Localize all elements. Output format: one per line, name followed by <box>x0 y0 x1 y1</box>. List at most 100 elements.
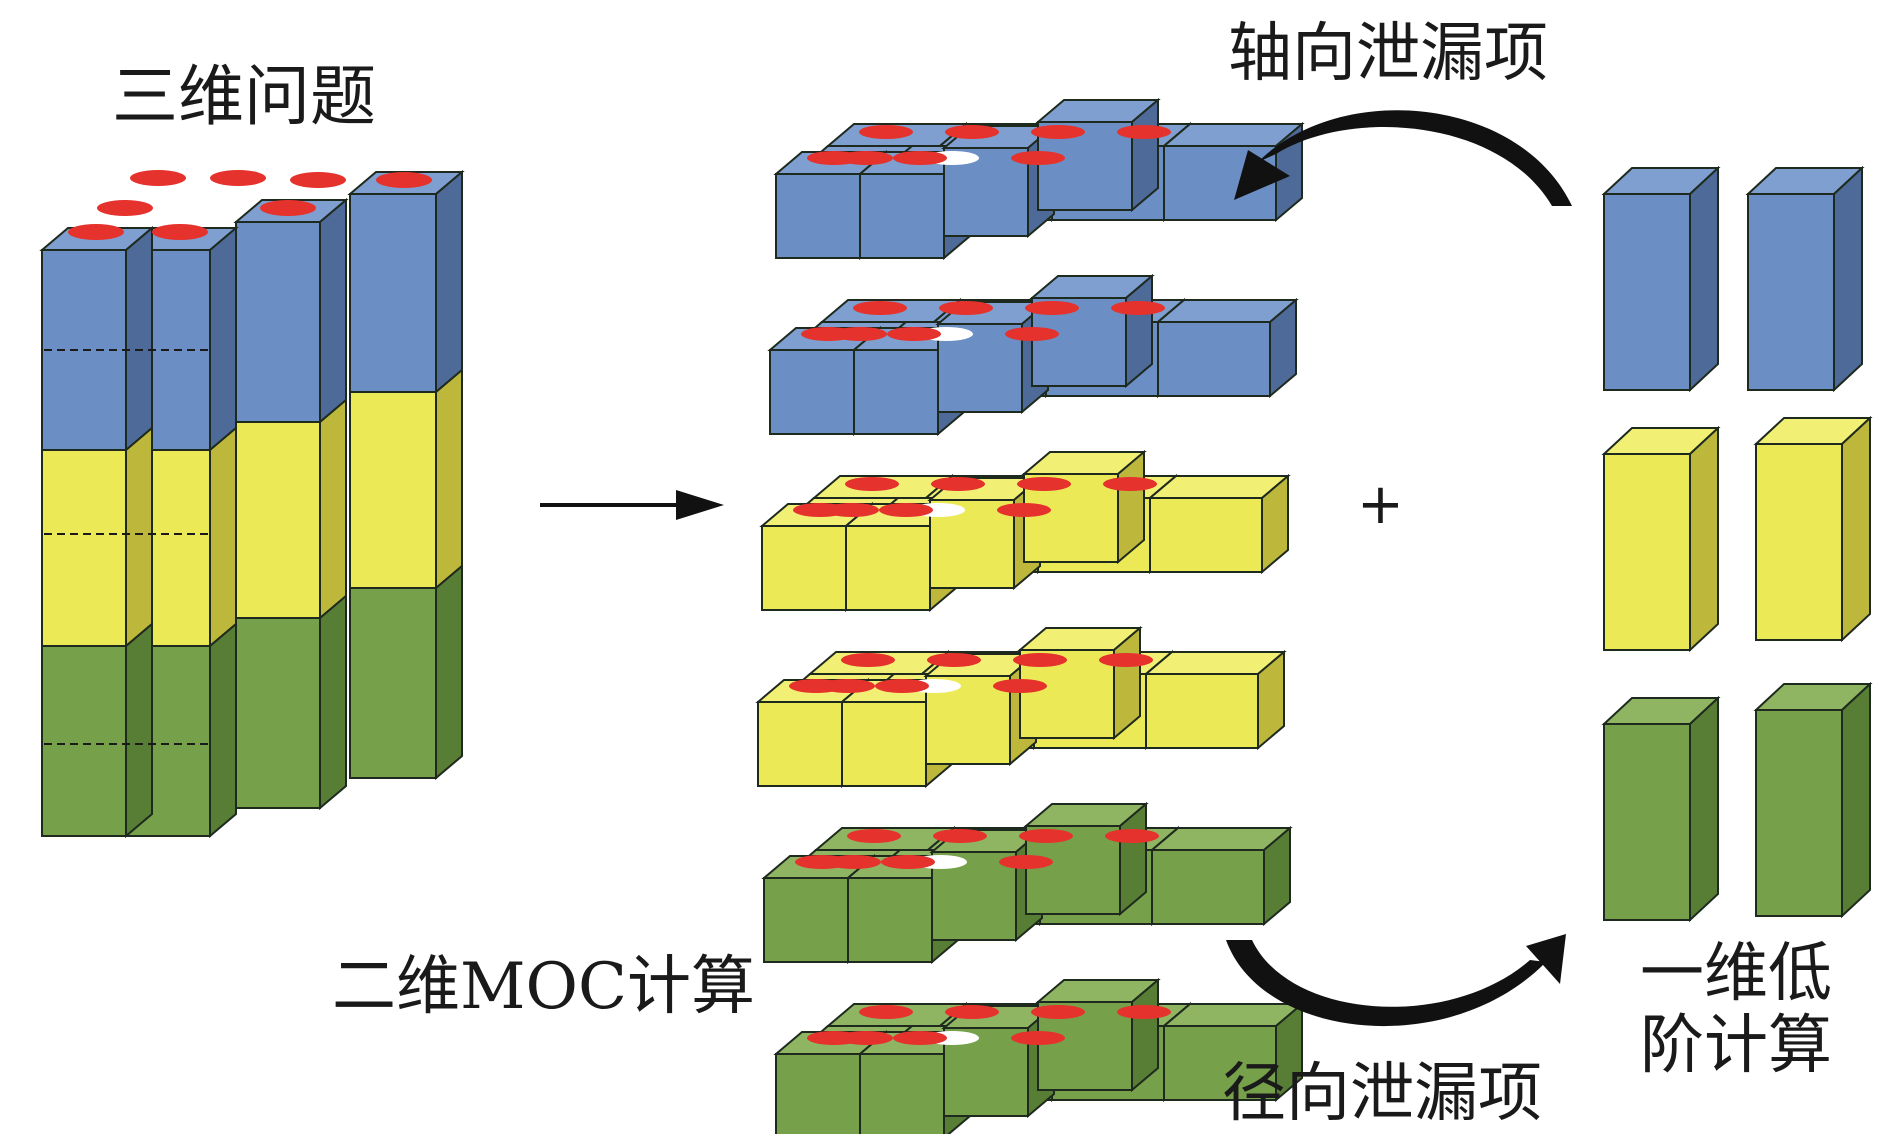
slab-yellow-2-pin-back-1 <box>927 653 981 667</box>
slab-green-2-pin-back-0 <box>859 1005 913 1019</box>
stack-pins <box>68 170 432 240</box>
pillar-1-side <box>1833 165 1863 393</box>
slab-blue-2-pin-front-1 <box>887 327 941 341</box>
slab-green-2-front-cell-1-front <box>859 1053 945 1138</box>
slab-blue-1-front-cell-1-front <box>859 173 945 259</box>
pillar-3-front <box>1755 443 1843 641</box>
slab-yellow-1 <box>759 449 1291 613</box>
slab-blue-1-pin-back-3 <box>1117 125 1171 139</box>
slab-blue-2-pin-front-0 <box>801 327 855 341</box>
slab-blue-2-pin-mid-2 <box>1005 327 1059 341</box>
label-2d-moc: 二维MOC计算 <box>332 950 755 1024</box>
slab-yellow-1-pin-back-0 <box>845 477 899 491</box>
slab-blue-1-front-cell-0-front <box>775 173 861 259</box>
stack-col-0-seg-2-side <box>125 621 153 839</box>
three-d-stack <box>39 169 465 839</box>
stack-col-2-seg-0-side <box>319 197 347 425</box>
curved-arrow-lower-head <box>1526 934 1566 984</box>
slab-yellow-2-pin-front-1 <box>875 679 929 693</box>
stack-col-3-seg-2-front <box>349 587 437 779</box>
stack-col-0-seg-1-front <box>41 449 127 647</box>
stack-col-0-seg-0-side <box>125 225 153 453</box>
slab-blue-1-pin-front-1 <box>893 151 947 165</box>
pillar-5-front <box>1755 709 1843 917</box>
stack-col-3-seg-0-side <box>435 169 463 395</box>
stack-pin-back-2 <box>290 172 346 188</box>
slab-green-1-pin-back-2 <box>1019 829 1073 843</box>
stack-col-3-seg-0-front <box>349 193 437 393</box>
plus-sign: + <box>1357 472 1404 537</box>
slab-blue-2-pin-back-0 <box>853 301 907 315</box>
stack-col-3-seg-1-front <box>349 391 437 589</box>
pillar-3-side <box>1841 415 1871 643</box>
slab-green-1-pin-front-1 <box>881 855 935 869</box>
slab-yellow-2-front-cell-1-front <box>841 701 927 787</box>
label-1d-low-order-line1: 一维低 <box>1640 937 1832 1011</box>
stack-pin-mid-1 <box>260 200 316 216</box>
one-d-columns <box>1601 165 1873 923</box>
slab-yellow-2-pin-mid-2 <box>993 679 1047 693</box>
slab-green-2-pin-front-0 <box>807 1031 861 1045</box>
slab-green-2-pin-mid-2 <box>1011 1031 1065 1045</box>
slab-yellow-2-pin-back-2 <box>1013 653 1067 667</box>
label-3d-problem: 三维问题 <box>112 58 376 135</box>
curved-arrow-icon <box>1234 110 1572 206</box>
stack-col-2-seg-2-front <box>235 617 321 809</box>
slab-yellow-2-pin-back-3 <box>1099 653 1153 667</box>
curved-arrow-upper-body <box>1258 110 1572 206</box>
stack-pin-front-1 <box>152 224 208 240</box>
slab-yellow-2 <box>755 625 1287 789</box>
slab-yellow-2-pin-front-0 <box>789 679 843 693</box>
slab-yellow-1-pin-front-1 <box>879 503 933 517</box>
slab-blue-1-pin-back-0 <box>859 125 913 139</box>
slab-blue-1 <box>773 97 1305 261</box>
slab-yellow-2-pin-back-0 <box>841 653 895 667</box>
label-radial-leakage: 径向泄漏项 <box>1222 1057 1542 1131</box>
stack-pin-white <box>180 200 236 216</box>
slab-blue-1-pin-mid-2 <box>1011 151 1065 165</box>
slab-green-1-pin-front-0 <box>795 855 849 869</box>
slab-green-1-pin-back-3 <box>1105 829 1159 843</box>
slab-green-2-front-cell-0-front <box>775 1053 861 1138</box>
right-arrow-head <box>676 490 724 520</box>
stack-col-1-seg-1-side <box>209 425 237 649</box>
slab-yellow-1-pin-front-0 <box>793 503 847 517</box>
slab-yellow-1-pin-mid-2 <box>997 503 1051 517</box>
slab-green-2-pin-back-3 <box>1117 1005 1171 1019</box>
slab-green-2-pin-back-1 <box>945 1005 999 1019</box>
slab-green-2-pin-front-1 <box>893 1031 947 1045</box>
slab-blue-2-pin-back-3 <box>1111 301 1165 315</box>
pillar-1-front <box>1747 193 1835 391</box>
slab-green-2-pin-back-2 <box>1031 1005 1085 1019</box>
slab-yellow-1-front-cell-0-front <box>761 525 847 611</box>
stack-col-2-seg-1-side <box>319 397 347 621</box>
slab-yellow-1-back-cell-3-front <box>1149 497 1263 573</box>
pillar-2-front <box>1603 453 1691 651</box>
slab-green-1-front-cell-1-front <box>847 877 933 963</box>
stack-col-3-seg-2-side <box>435 563 463 781</box>
stack-col-1-seg-2-side <box>209 621 237 839</box>
slab-green-1-front-cell-0-front <box>763 877 849 963</box>
label-1d-low-order-line2: 阶计算 <box>1640 1009 1832 1083</box>
slab-yellow-2-front-cell-0-front <box>757 701 843 787</box>
stack-pin-back-0 <box>130 170 186 186</box>
slab-green-1 <box>761 801 1293 965</box>
curved-arrow-lower-body <box>1226 940 1546 1027</box>
pillar-0-side <box>1689 165 1719 393</box>
curved-arrow-upper-head <box>1234 150 1290 200</box>
slab-blue-2-front-cell-1-front <box>853 349 939 435</box>
slab-blue-2-back-cell-3-front <box>1157 321 1271 397</box>
stack-col-2-seg-1-front <box>235 421 321 619</box>
curved-arrow-icon <box>1226 934 1566 1027</box>
slab-green-1-pin-mid-2 <box>999 855 1053 869</box>
slab-green-2 <box>773 977 1305 1138</box>
slab-yellow-1-front-cell-1-front <box>845 525 931 611</box>
stack-pin-mid-0 <box>97 200 153 216</box>
slab-yellow-1-pin-back-2 <box>1017 477 1071 491</box>
slab-yellow-1-pin-back-1 <box>931 477 985 491</box>
slab-blue-2-front-cell-0-front <box>769 349 855 435</box>
stack-col-3-seg-1-side <box>435 367 463 591</box>
stack-pin-back-3 <box>376 172 432 188</box>
